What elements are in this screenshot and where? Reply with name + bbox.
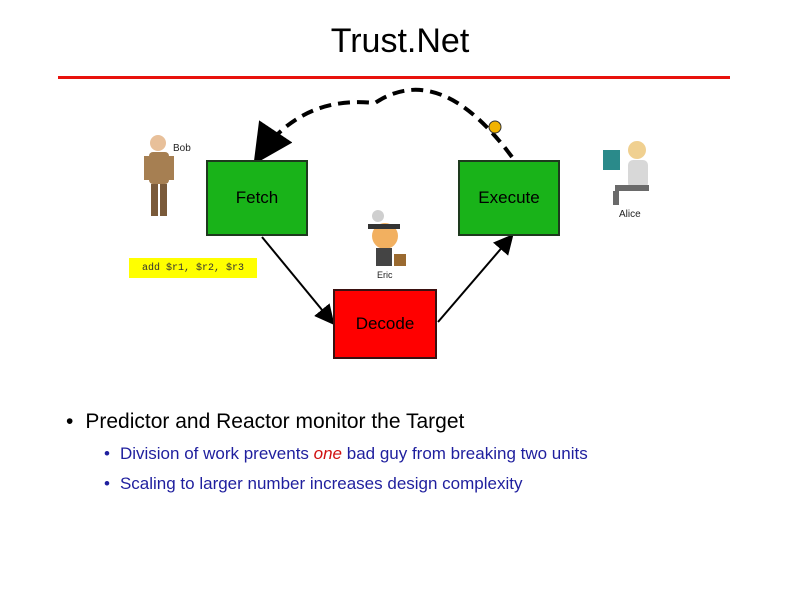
alice-label: Alice <box>619 209 641 220</box>
bob-figure <box>144 135 174 216</box>
decode-box: Decode <box>333 289 437 359</box>
fetch-box: Fetch <box>206 160 308 236</box>
sub-bullet-2-text: Scaling to larger number increases desig… <box>119 474 523 493</box>
sub-bullet-1-text: Division of work prevents one bad guy fr… <box>120 444 588 464</box>
fetch-to-decode-arrow <box>261 236 335 326</box>
eric-figure <box>368 210 406 266</box>
sub-bullet-dot: • <box>104 474 110 493</box>
dashed-feedback-arrow <box>253 87 514 165</box>
main-bullet-text: Predictor and Reactor monitor the Target <box>85 410 465 433</box>
sub-bullet-1-suffix: bad guy from breaking two units <box>342 444 588 463</box>
sub-bullet-dot: • <box>104 444 110 463</box>
eric-label: Eric <box>377 270 393 280</box>
decode-to-execute-arrow <box>437 233 514 323</box>
sub-bullet-1-prefix: Division of work prevents <box>119 444 314 463</box>
main-bullet: • Predictor and Reactor monitor the Targ… <box>66 410 588 434</box>
alice-figure <box>603 141 649 205</box>
signal-dot <box>488 120 502 134</box>
sub-bullet-2: • Scaling to larger number increases des… <box>104 474 588 494</box>
execute-box: Execute <box>458 160 560 236</box>
slide-title: Trust.Net <box>330 22 470 60</box>
instruction-label: add $r1, $r2, $r3 <box>129 258 257 278</box>
bullet-list: • Predictor and Reactor monitor the Targ… <box>66 410 588 494</box>
bob-label: Bob <box>173 143 191 154</box>
sub-bullet-1-emphasis: one <box>313 444 343 463</box>
sub-bullet-1: • Division of work prevents one bad guy … <box>104 444 588 464</box>
title-underline <box>58 76 730 79</box>
bullet-dot: • <box>66 410 74 433</box>
